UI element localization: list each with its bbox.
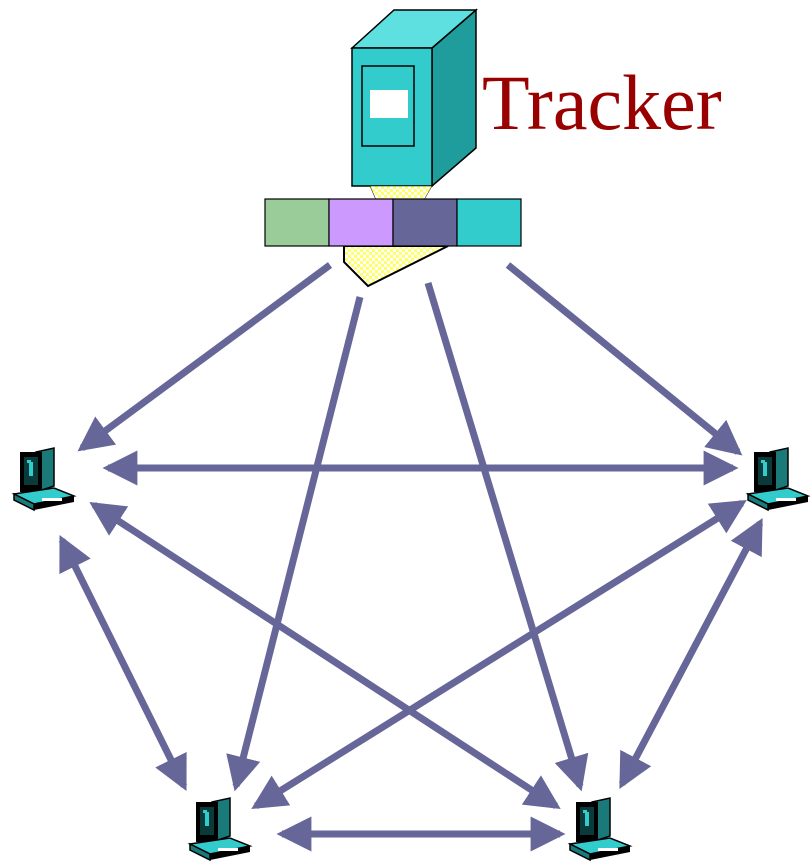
- arrow-peer-right-peer-bottom-right: [618, 518, 764, 789]
- tracker-label: Tracker: [482, 59, 722, 146]
- arrow-tracker-to-peer-bottom-left: [226, 296, 364, 792]
- arrow-tracker-to-peer-right: [505, 262, 743, 456]
- server-tower-icon: [343, 8, 479, 288]
- computer-icon: [11, 447, 77, 512]
- computer-icon: [187, 797, 253, 862]
- computer-icon: [745, 447, 810, 512]
- peer-computer-right: [745, 447, 810, 512]
- peer-arrows: [58, 450, 764, 852]
- arrow-peer-left-peer-bottom-left: [58, 534, 188, 792]
- peer-computer-left: [11, 447, 77, 512]
- computer-icon: [567, 797, 633, 862]
- file-pieces-bar: [264, 198, 522, 247]
- file-piece-4: [456, 198, 522, 247]
- file-piece-3: [392, 198, 458, 247]
- peer-computer-bottom-left: [187, 797, 253, 862]
- file-piece-1: [264, 198, 330, 247]
- arrow-tracker-to-peer-left: [77, 262, 333, 452]
- file-piece-2: [328, 198, 394, 247]
- peer-computer-bottom-right: [567, 797, 633, 862]
- arrow-tracker-to-peer-bottom-right: [424, 281, 589, 792]
